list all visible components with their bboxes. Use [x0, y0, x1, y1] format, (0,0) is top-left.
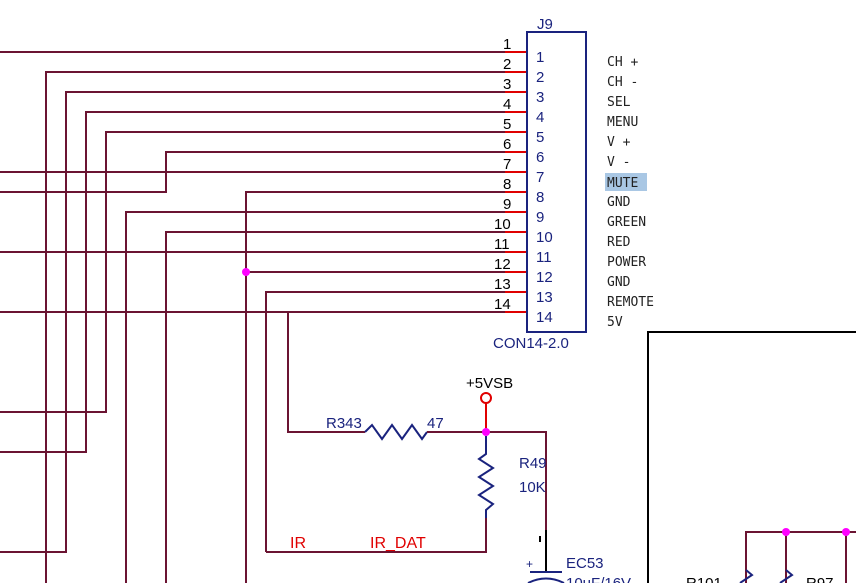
- outer-pin-12: 12: [494, 256, 511, 273]
- r97-resistor: [779, 569, 794, 583]
- signal-label-3[interactable]: SEL: [607, 95, 631, 110]
- signal-label-9[interactable]: GREEN: [607, 215, 646, 230]
- wire-pin-5: [0, 131, 505, 413]
- inner-pin-9: 9: [536, 209, 544, 226]
- inner-pin-7: 7: [536, 169, 544, 186]
- wire-pin-9: [125, 211, 505, 583]
- ec53-value: 10uF/16V: [566, 575, 631, 583]
- signal-label-1[interactable]: CH +: [607, 55, 638, 70]
- inner-pin-4: 4: [536, 109, 544, 126]
- inner-pin-13: 13: [536, 289, 553, 306]
- signal-label-7[interactable]: MUTE: [607, 176, 638, 191]
- inner-pin-10: 10: [536, 229, 553, 246]
- r343-ref: R343: [326, 415, 362, 432]
- outer-pin-numbers: 1 2 3 4 5 6 7 8 9 10 11 12 13 14: [494, 36, 511, 313]
- junction-dot-r97: [842, 528, 850, 536]
- connector-body: [526, 31, 587, 333]
- ic-block-outline: [647, 331, 856, 583]
- wire-r343-feed: [287, 312, 365, 433]
- wire-pin-4: [0, 111, 505, 453]
- r97-ref: R97: [806, 575, 834, 583]
- outer-pin-4: 4: [503, 96, 511, 113]
- outer-pin-5: 5: [503, 116, 511, 133]
- signal-label-11[interactable]: POWER: [607, 255, 646, 270]
- r49-value: 10K: [519, 479, 546, 496]
- signal-label-10[interactable]: RED: [607, 235, 631, 250]
- inner-pin-12: 12: [536, 269, 553, 286]
- power-port-icon: [480, 392, 492, 404]
- r49-resistor: [477, 436, 495, 518]
- signal-label-13[interactable]: REMOTE: [607, 295, 654, 310]
- junction-dot-r101: [782, 528, 790, 536]
- outer-pin-13: 13: [494, 276, 511, 293]
- wire-pin-3: [0, 91, 505, 553]
- signal-label-2[interactable]: CH -: [607, 75, 638, 90]
- wire-traces: [0, 51, 505, 583]
- outer-pin-2: 2: [503, 56, 511, 73]
- connector-designator: J9: [537, 16, 553, 33]
- inner-pin-6: 6: [536, 149, 544, 166]
- outer-pin-11: 11: [494, 236, 510, 253]
- wire-ir-dat: [266, 518, 487, 553]
- inner-pin-5: 5: [536, 129, 544, 146]
- r343-value: 47: [427, 415, 444, 432]
- junction-dot-node: [482, 428, 490, 436]
- r101-ref: R101: [686, 575, 722, 583]
- connector-part: CON14-2.0: [493, 335, 569, 352]
- outer-pin-3: 3: [503, 76, 511, 93]
- signal-label-5[interactable]: V +: [607, 135, 631, 150]
- outer-pin-9: 9: [503, 196, 511, 213]
- wire-pin-2: [45, 71, 505, 583]
- pin-stubs: [505, 51, 527, 313]
- inner-pin-numbers: 1 2 3 4 5 6 7 8 9 10 11 12 13 14: [536, 49, 553, 326]
- wire-pin-13: [265, 291, 505, 552]
- inner-pin-2: 2: [536, 69, 544, 86]
- power-label: +5VSB: [466, 375, 513, 392]
- wire-r101-r97: [745, 531, 856, 583]
- outer-pin-6: 6: [503, 136, 511, 153]
- r101-resistor: [739, 569, 754, 583]
- ec53-curved-plate: [527, 577, 565, 583]
- mute-selection-highlight: [605, 173, 647, 191]
- signal-labels: CH + CH - SEL MENU V + V - MUTE GND GREE…: [607, 55, 654, 330]
- r49-ref: R49: [519, 455, 547, 472]
- inner-pin-8: 8: [536, 189, 544, 206]
- ec53-ref: EC53: [566, 555, 604, 572]
- signal-label-12[interactable]: GND: [607, 275, 631, 290]
- net-label-ir: IR: [290, 535, 306, 552]
- inner-pin-11: 11: [536, 249, 552, 266]
- signal-label-8[interactable]: GND: [607, 195, 631, 210]
- inner-pin-1: 1: [536, 49, 544, 66]
- signal-label-14[interactable]: 5V: [607, 315, 623, 330]
- inner-pin-14: 14: [536, 309, 553, 326]
- inner-pin-3: 3: [536, 89, 544, 106]
- net-label-ir-dat: IR_DAT: [370, 535, 426, 552]
- wire-r343-node: [427, 431, 547, 530]
- signal-label-4[interactable]: MENU: [607, 115, 638, 130]
- junction-dot-pin12: [242, 268, 250, 276]
- wire-pin-8: [245, 191, 505, 583]
- outer-pin-10: 10: [494, 216, 511, 233]
- outer-pin-7: 7: [503, 156, 511, 173]
- r343-resistor: [364, 423, 428, 441]
- signal-label-6[interactable]: V -: [607, 155, 630, 170]
- ec53-polarity: +: [526, 557, 533, 571]
- outer-pin-1: 1: [503, 36, 511, 53]
- wire-pin-10: [165, 231, 505, 583]
- outer-pin-14: 14: [494, 296, 511, 313]
- outer-pin-8: 8: [503, 176, 511, 193]
